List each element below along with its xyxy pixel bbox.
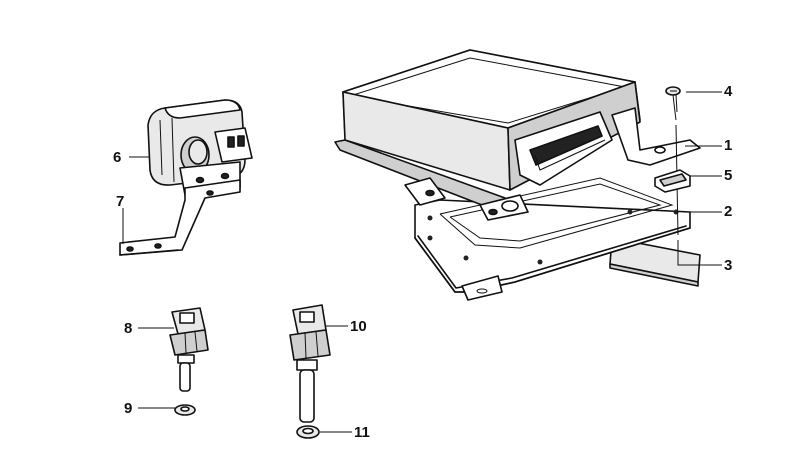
part-5-clip-nut — [654, 169, 691, 193]
callout-2: 2 — [724, 203, 733, 220]
callout-8: 8 — [124, 320, 133, 337]
part-6-relay-module — [147, 99, 253, 196]
leader-3 — [677, 240, 722, 266]
part-8-sensor — [169, 307, 209, 392]
callout-10: 10 — [350, 318, 367, 335]
callout-11: 11 — [354, 424, 370, 441]
leader-lines — [122, 91, 722, 433]
callout-1: 1 — [724, 137, 733, 154]
callout-7: 7 — [116, 193, 125, 210]
part-11-washer — [296, 425, 320, 439]
part-7-bracket — [119, 179, 241, 256]
part-1-control-unit — [334, 49, 701, 221]
callout-6: 6 — [113, 149, 122, 166]
callout-9: 9 — [124, 400, 133, 417]
callout-5: 5 — [724, 167, 733, 184]
callout-3: 3 — [724, 257, 733, 274]
part-10-sensor — [289, 304, 331, 423]
part-3-bracket-strip — [609, 237, 701, 287]
part-2-mounting-plate — [414, 177, 691, 301]
callout-4: 4 — [724, 83, 733, 100]
part-9-washer — [174, 404, 196, 416]
